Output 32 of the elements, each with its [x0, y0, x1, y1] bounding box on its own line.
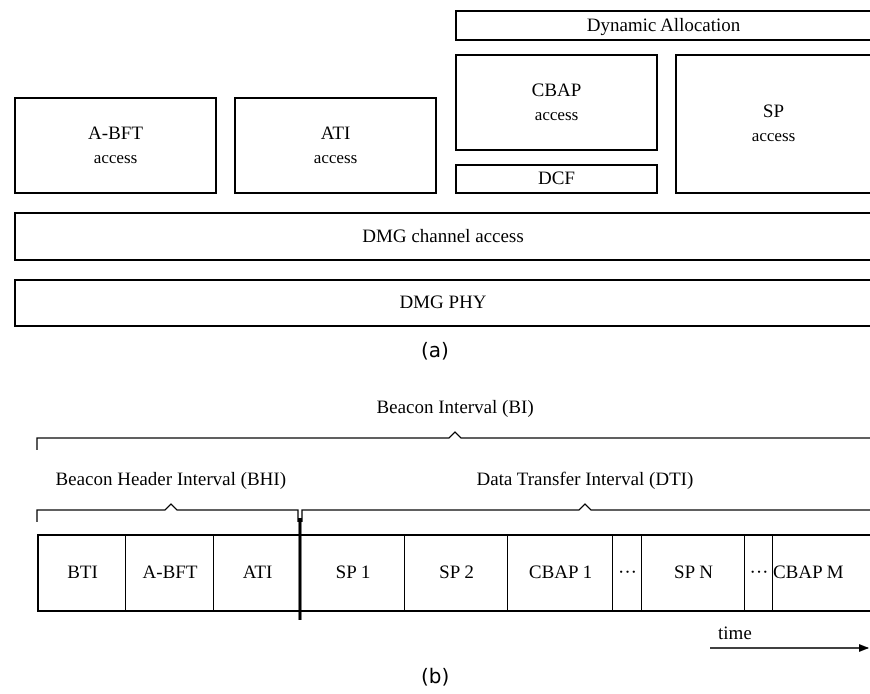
box-subtitle: access — [314, 146, 358, 168]
box-title: ATI — [320, 122, 350, 146]
box-subtitle: access — [534, 104, 578, 126]
timeline-slot: ··· — [612, 534, 642, 612]
layer-box: DMG channel access — [14, 212, 870, 261]
protocol-box: DCF — [455, 164, 658, 194]
panel-caption: (a) — [421, 338, 449, 362]
layer-box: DMG PHY — [14, 279, 870, 327]
timeline-slot: ··· — [744, 534, 773, 612]
interval-label: Beacon Header Interval (BHI) — [56, 469, 286, 491]
box-subtitle: access — [94, 146, 138, 168]
timeline-slot: ATI — [213, 534, 301, 612]
timeline-slot: SP 1 — [300, 534, 405, 612]
timeline-slot: CBAP M — [772, 534, 870, 612]
timeline-slot: SP 2 — [404, 534, 508, 612]
axis-label: time — [718, 623, 752, 645]
interval-label: Data Transfer Interval (DTI) — [476, 469, 694, 491]
box-subtitle: access — [752, 125, 796, 147]
protocol-box — [234, 97, 437, 194]
timeline-slot: BTI — [37, 534, 126, 612]
interval-label: Beacon Interval (BI) — [376, 397, 534, 419]
timeline-slot: SP N — [641, 534, 745, 612]
box-title: A-BFT — [88, 122, 143, 146]
layer-box: Dynamic Allocation — [455, 10, 870, 41]
protocol-box — [455, 54, 658, 151]
box-title: SP — [762, 100, 784, 124]
protocol-box — [675, 54, 870, 194]
timeline-slot: CBAP 1 — [507, 534, 613, 612]
box-title: CBAP — [532, 78, 582, 102]
panel-caption: (b) — [421, 664, 450, 688]
protocol-box — [14, 97, 217, 194]
timeline-slot: A-BFT — [125, 534, 214, 612]
